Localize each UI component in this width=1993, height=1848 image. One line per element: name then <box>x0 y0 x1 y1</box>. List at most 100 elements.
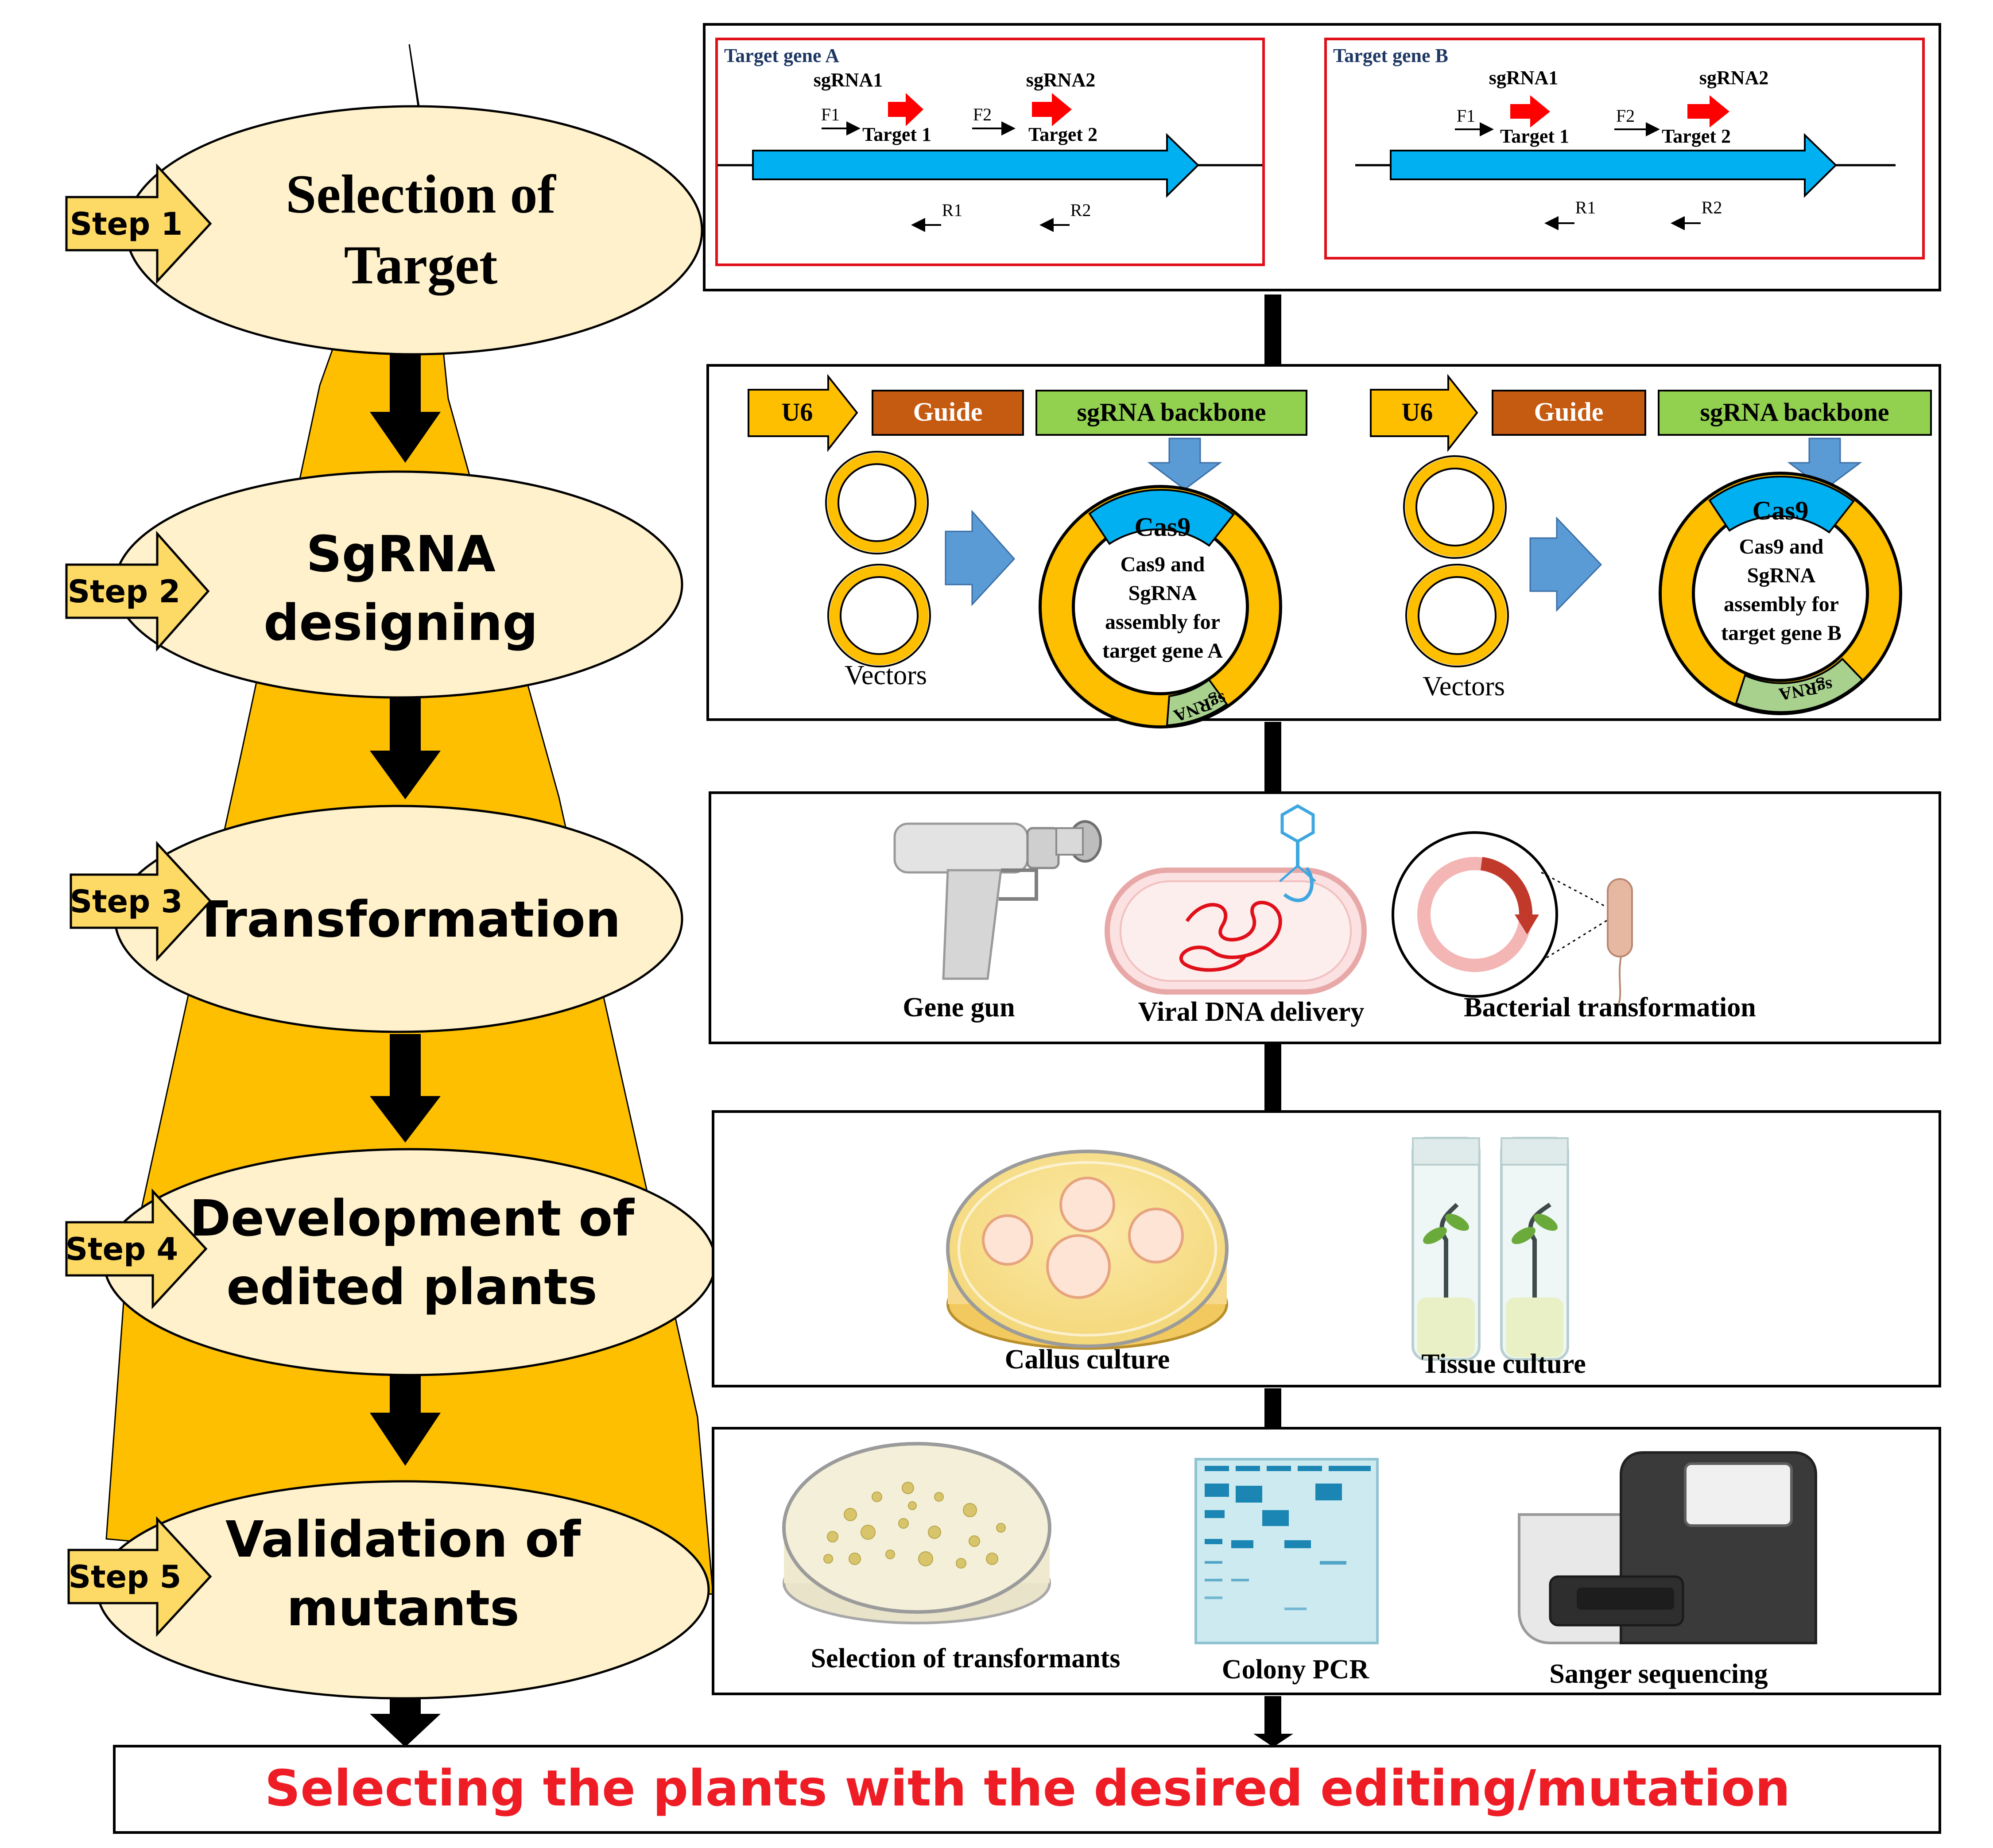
gene-a-target1: Target 1 <box>862 124 931 145</box>
colony-pcr-gel-icon <box>1194 1458 1379 1644</box>
blue-right-arrow-left <box>945 510 1016 606</box>
u6-label-right: U6 <box>1402 398 1433 426</box>
transformants-label: Selection of transformants <box>810 1643 1120 1674</box>
step-2-title-line-2: designing <box>264 594 538 652</box>
gene-b-sgrna1-arrow <box>1510 95 1550 128</box>
step-2-ellipse: SgRNA designing <box>114 470 683 699</box>
cas9-segment-right <box>1708 476 1855 534</box>
down-arrow-2 <box>370 689 441 799</box>
step-3-title-line-1: Transformation <box>194 891 620 949</box>
gene-gun-icon <box>893 820 1102 980</box>
blue-right-arrow-right <box>1529 516 1602 612</box>
step-3-ellipse: Transformation <box>114 805 683 1033</box>
assembly-left-line-4: target gene A <box>1102 639 1223 662</box>
panel-target-selection: Target gene A sgRNA1 sgRNA2 F1 F2 Target… <box>703 23 1941 291</box>
step-5-badge-label: Step 5 <box>69 1559 182 1595</box>
assembly-right-line-2: SgRNA <box>1747 564 1816 587</box>
sanger-sequencer-icon <box>1518 1451 1817 1644</box>
backbone-label-left: sgRNA backbone <box>1077 398 1266 426</box>
gene-b-title: Target gene B <box>1333 45 1448 66</box>
tissue-culture-tubes-icon <box>1411 1137 1569 1361</box>
u6-label-left: U6 <box>782 398 813 426</box>
step-2-title-line-1: SgRNA <box>306 526 496 583</box>
assembly-right-line-4: target gene B <box>1721 621 1842 645</box>
gene-a-r2: R2 <box>1070 200 1091 220</box>
panel-connectors <box>1253 294 1293 1747</box>
target-gene-a-box: Target gene A sgRNA1 sgRNA2 F1 F2 Target… <box>715 38 1265 266</box>
blue-down-arrow-left <box>1147 438 1222 490</box>
gene-b-target2: Target 2 <box>1662 125 1731 147</box>
target-gene-b-box: Target gene B sgRNA1 sgRNA2 F1 F2 Target… <box>1324 38 1925 260</box>
step-4-badge-label: Step 4 <box>66 1231 178 1267</box>
gene-a-f2: F2 <box>973 105 992 124</box>
step-4-title-line-2: edited plants <box>226 1259 597 1316</box>
bacterial-transformation-label: Bacterial transformation <box>1464 992 1756 1023</box>
final-result-text: Selecting the plants with the desired ed… <box>265 1760 1791 1817</box>
transformant-plate-icon <box>782 1442 1051 1624</box>
blue-down-arrow-right <box>1787 438 1862 490</box>
step-2-badge-label: Step 2 <box>68 573 181 610</box>
gene-a-sgrna1: sgRNA1 <box>814 69 883 91</box>
plasmid-right: Cas9 sgRNA Cas9 and SgRNA assembly for t… <box>1659 472 1902 715</box>
guide-box-right <box>1492 390 1646 436</box>
step-2-badge: Step 2 <box>65 531 210 652</box>
panel-transformation: Gene gun Viral DNA delivery Bacterial tr… <box>709 791 1941 1044</box>
step-3-badge-label: Step 3 <box>70 883 183 920</box>
construct-right: U6 Guide sgRNA backbone Vectors Cas9 <box>1370 374 1932 715</box>
gene-b-target1: Target 1 <box>1500 125 1569 147</box>
sgrna-segment-right <box>1735 658 1864 713</box>
step-1-ellipse: Selection of Target <box>125 105 703 356</box>
gene-b-r2: R2 <box>1702 198 1722 217</box>
step-5-title-line-1: Validation of <box>225 1511 581 1569</box>
final-result-box: Selecting the plants with the desired ed… <box>113 1745 1941 1834</box>
gene-b-sgrna2-arrow <box>1687 95 1729 128</box>
u6-arrow-left <box>748 374 858 452</box>
down-arrow-1 <box>370 350 441 463</box>
assembly-right-line-3: assembly for <box>1724 593 1839 616</box>
panel-validation: Selection of transformants Colony PCR Sa… <box>712 1427 1941 1695</box>
panel-sgrna-design: U6 Guide sgRNA backbone Vectors Cas9 <box>706 364 1941 728</box>
assembly-left-line-3: assembly for <box>1105 610 1220 634</box>
panel-plant-development: Callus culture Tissue culture <box>712 1110 1941 1387</box>
step-1-title-line-2: Target <box>344 235 498 296</box>
step-4-ellipse: Development of edited plants <box>103 1148 717 1376</box>
step-4-title-line-1: Development of <box>190 1190 635 1247</box>
assembly-right-line-1: Cas9 and <box>1739 535 1824 558</box>
cas9-label-right: Cas9 <box>1753 496 1809 525</box>
callus-culture-dish-icon <box>946 1150 1229 1350</box>
vectors-label-right: Vectors <box>1423 671 1505 701</box>
gene-b-f2: F2 <box>1616 106 1635 126</box>
step-1-title-line-1: Selection of <box>286 164 556 225</box>
sanger-sequencing-label: Sanger sequencing <box>1549 1659 1768 1689</box>
step-1-badge: Step 1 <box>65 163 212 284</box>
gene-a-sgrna2-arrow <box>1032 93 1072 126</box>
step-4-badge: Step 4 <box>65 1188 208 1309</box>
construct-left: U6 Guide sgRNA backbone Vectors Cas9 <box>748 374 1307 728</box>
gene-a-body-arrow <box>752 133 1199 198</box>
callus-culture-label: Callus culture <box>1005 1344 1170 1375</box>
assembly-left-line-1: Cas9 and <box>1121 553 1205 576</box>
gene-a-title: Target gene A <box>724 45 839 66</box>
backbone-box-right <box>1658 390 1932 436</box>
guide-box-left <box>872 390 1024 436</box>
assembly-left-line-2: SgRNA <box>1128 581 1197 605</box>
gene-a-f1: F1 <box>821 105 840 124</box>
step-1-badge-label: Step 1 <box>70 206 183 242</box>
gene-b-r1: R1 <box>1575 198 1596 217</box>
sgrna-segment-left <box>1166 678 1228 727</box>
down-arrow-3 <box>370 1034 441 1143</box>
gene-b-f1: F1 <box>1457 106 1475 126</box>
plasmid-left: Cas9 sgRNA Cas9 and SgRNA assembly for t… <box>1039 485 1282 728</box>
vectors-label-left: Vectors <box>845 660 927 690</box>
gene-a-target2: Target 2 <box>1028 124 1097 145</box>
bacterial-transformation-icon <box>1392 831 1633 1015</box>
gene-a-sgrna1-arrow <box>888 93 923 126</box>
backbone-label-right: sgRNA backbone <box>1700 398 1889 426</box>
cas9-label-left: Cas9 <box>1135 512 1191 542</box>
gene-b-body-arrow <box>1390 133 1837 198</box>
u6-arrow-right <box>1370 374 1478 452</box>
step-5-title-line-2: mutants <box>287 1580 520 1637</box>
cas9-segment-left <box>1088 489 1235 547</box>
colony-pcr-label: Colony PCR <box>1222 1654 1370 1685</box>
